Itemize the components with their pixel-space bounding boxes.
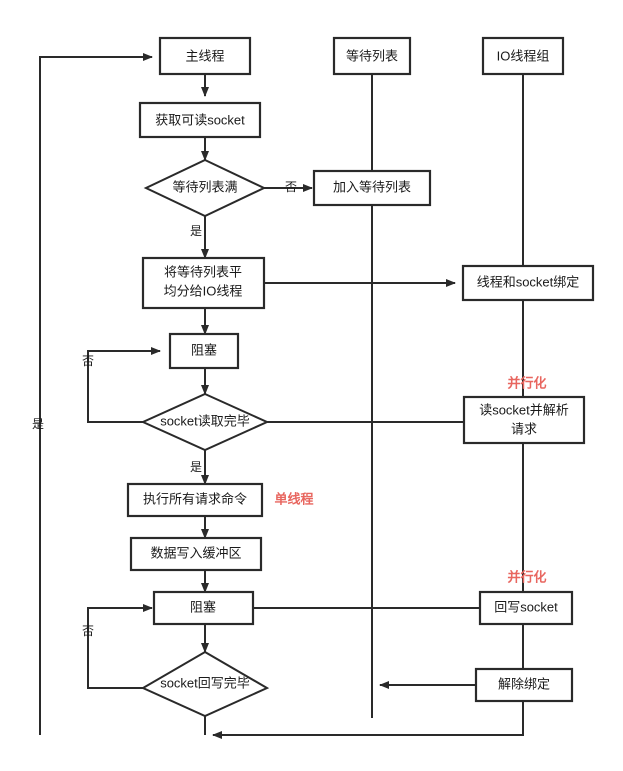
node-label-unbind: 解除绑定: [498, 676, 550, 691]
node-bind-thread-socket[interactable]: 线程和socket绑定: [461, 264, 595, 302]
node-label-wait-list-header: 等待列表: [346, 48, 398, 63]
edge-label-socket-write-done-no: 否: [82, 624, 94, 638]
node-label-write-back-socket: 回写socket: [494, 599, 558, 614]
node-label-read-socket-parse-line1: 读socket并解析: [479, 402, 569, 417]
node-label-distribute-evenly-line1: 将等待列表平: [164, 264, 242, 279]
node-label-get-readable-socket: 获取可读socket: [155, 112, 245, 127]
node-wait-list-header[interactable]: 等待列表: [332, 36, 412, 76]
node-unbind[interactable]: 解除绑定: [474, 667, 574, 703]
annotation-single-thread: 单线程: [274, 491, 313, 506]
node-write-back-socket[interactable]: 回写socket: [478, 590, 574, 626]
node-socket-write-done[interactable]: socket回写完毕: [140, 650, 270, 718]
node-label-socket-read-done: socket读取完毕: [160, 413, 250, 428]
connector-loop-back: [39, 53, 153, 735]
node-label-write-to-buffer: 数据写入缓冲区: [150, 545, 241, 560]
node-io-thread-group-header[interactable]: IO线程组: [481, 36, 565, 76]
node-block-read[interactable]: 阻塞: [168, 332, 240, 370]
node-exec-all-commands[interactable]: 执行所有请求命令: [126, 482, 264, 518]
edge-label-socket-read-done-yes: 是: [190, 460, 202, 474]
edge-label-wait-list-full-yes: 是: [190, 224, 202, 238]
edge-label-socket-read-done-no: 否: [82, 354, 94, 368]
node-label-socket-write-done: socket回写完毕: [160, 675, 250, 690]
node-main-thread-header[interactable]: 主线程: [158, 36, 252, 76]
annotation-parallel-read: 并行化: [507, 375, 546, 390]
node-add-to-wait-list[interactable]: 加入等待列表: [312, 169, 432, 207]
node-label-wait-list-full: 等待列表满: [172, 179, 237, 194]
node-get-readable-socket[interactable]: 获取可读socket: [138, 101, 262, 139]
node-label-block-read: 阻塞: [191, 342, 217, 357]
node-label-bind-thread-socket: 线程和socket绑定: [477, 274, 580, 289]
node-label-io-thread-group-header: IO线程组: [497, 48, 550, 63]
node-read-socket-parse[interactable]: 读socket并解析 请求: [462, 395, 586, 445]
connector-writedone-no-to-block-write: [87, 604, 153, 689]
node-distribute-evenly[interactable]: 将等待列表平 均分给IO线程: [141, 256, 266, 310]
connector-readdone-no-to-block: [87, 347, 161, 423]
annotation-parallel-write: 并行化: [507, 569, 546, 584]
node-label-block-write: 阻塞: [190, 599, 216, 614]
node-label-read-socket-parse-line2: 请求: [511, 421, 537, 436]
node-label-main-thread-header: 主线程: [185, 48, 224, 63]
node-label-exec-all-commands: 执行所有请求命令: [143, 491, 247, 506]
connector-unbind-to-bottom-rail: [212, 701, 524, 739]
node-label-distribute-evenly-line2: 均分给IO线程: [164, 283, 243, 298]
edge-label-loop-back-yes: 是: [32, 417, 44, 431]
node-wait-list-full[interactable]: 等待列表满: [143, 158, 267, 218]
edge-label-wait-list-full-no: 否: [285, 180, 297, 194]
node-block-write[interactable]: 阻塞: [152, 590, 255, 626]
node-label-add-to-wait-list: 加入等待列表: [333, 179, 411, 194]
node-socket-read-done[interactable]: socket读取完毕: [140, 392, 270, 452]
node-write-to-buffer[interactable]: 数据写入缓冲区: [129, 536, 263, 572]
